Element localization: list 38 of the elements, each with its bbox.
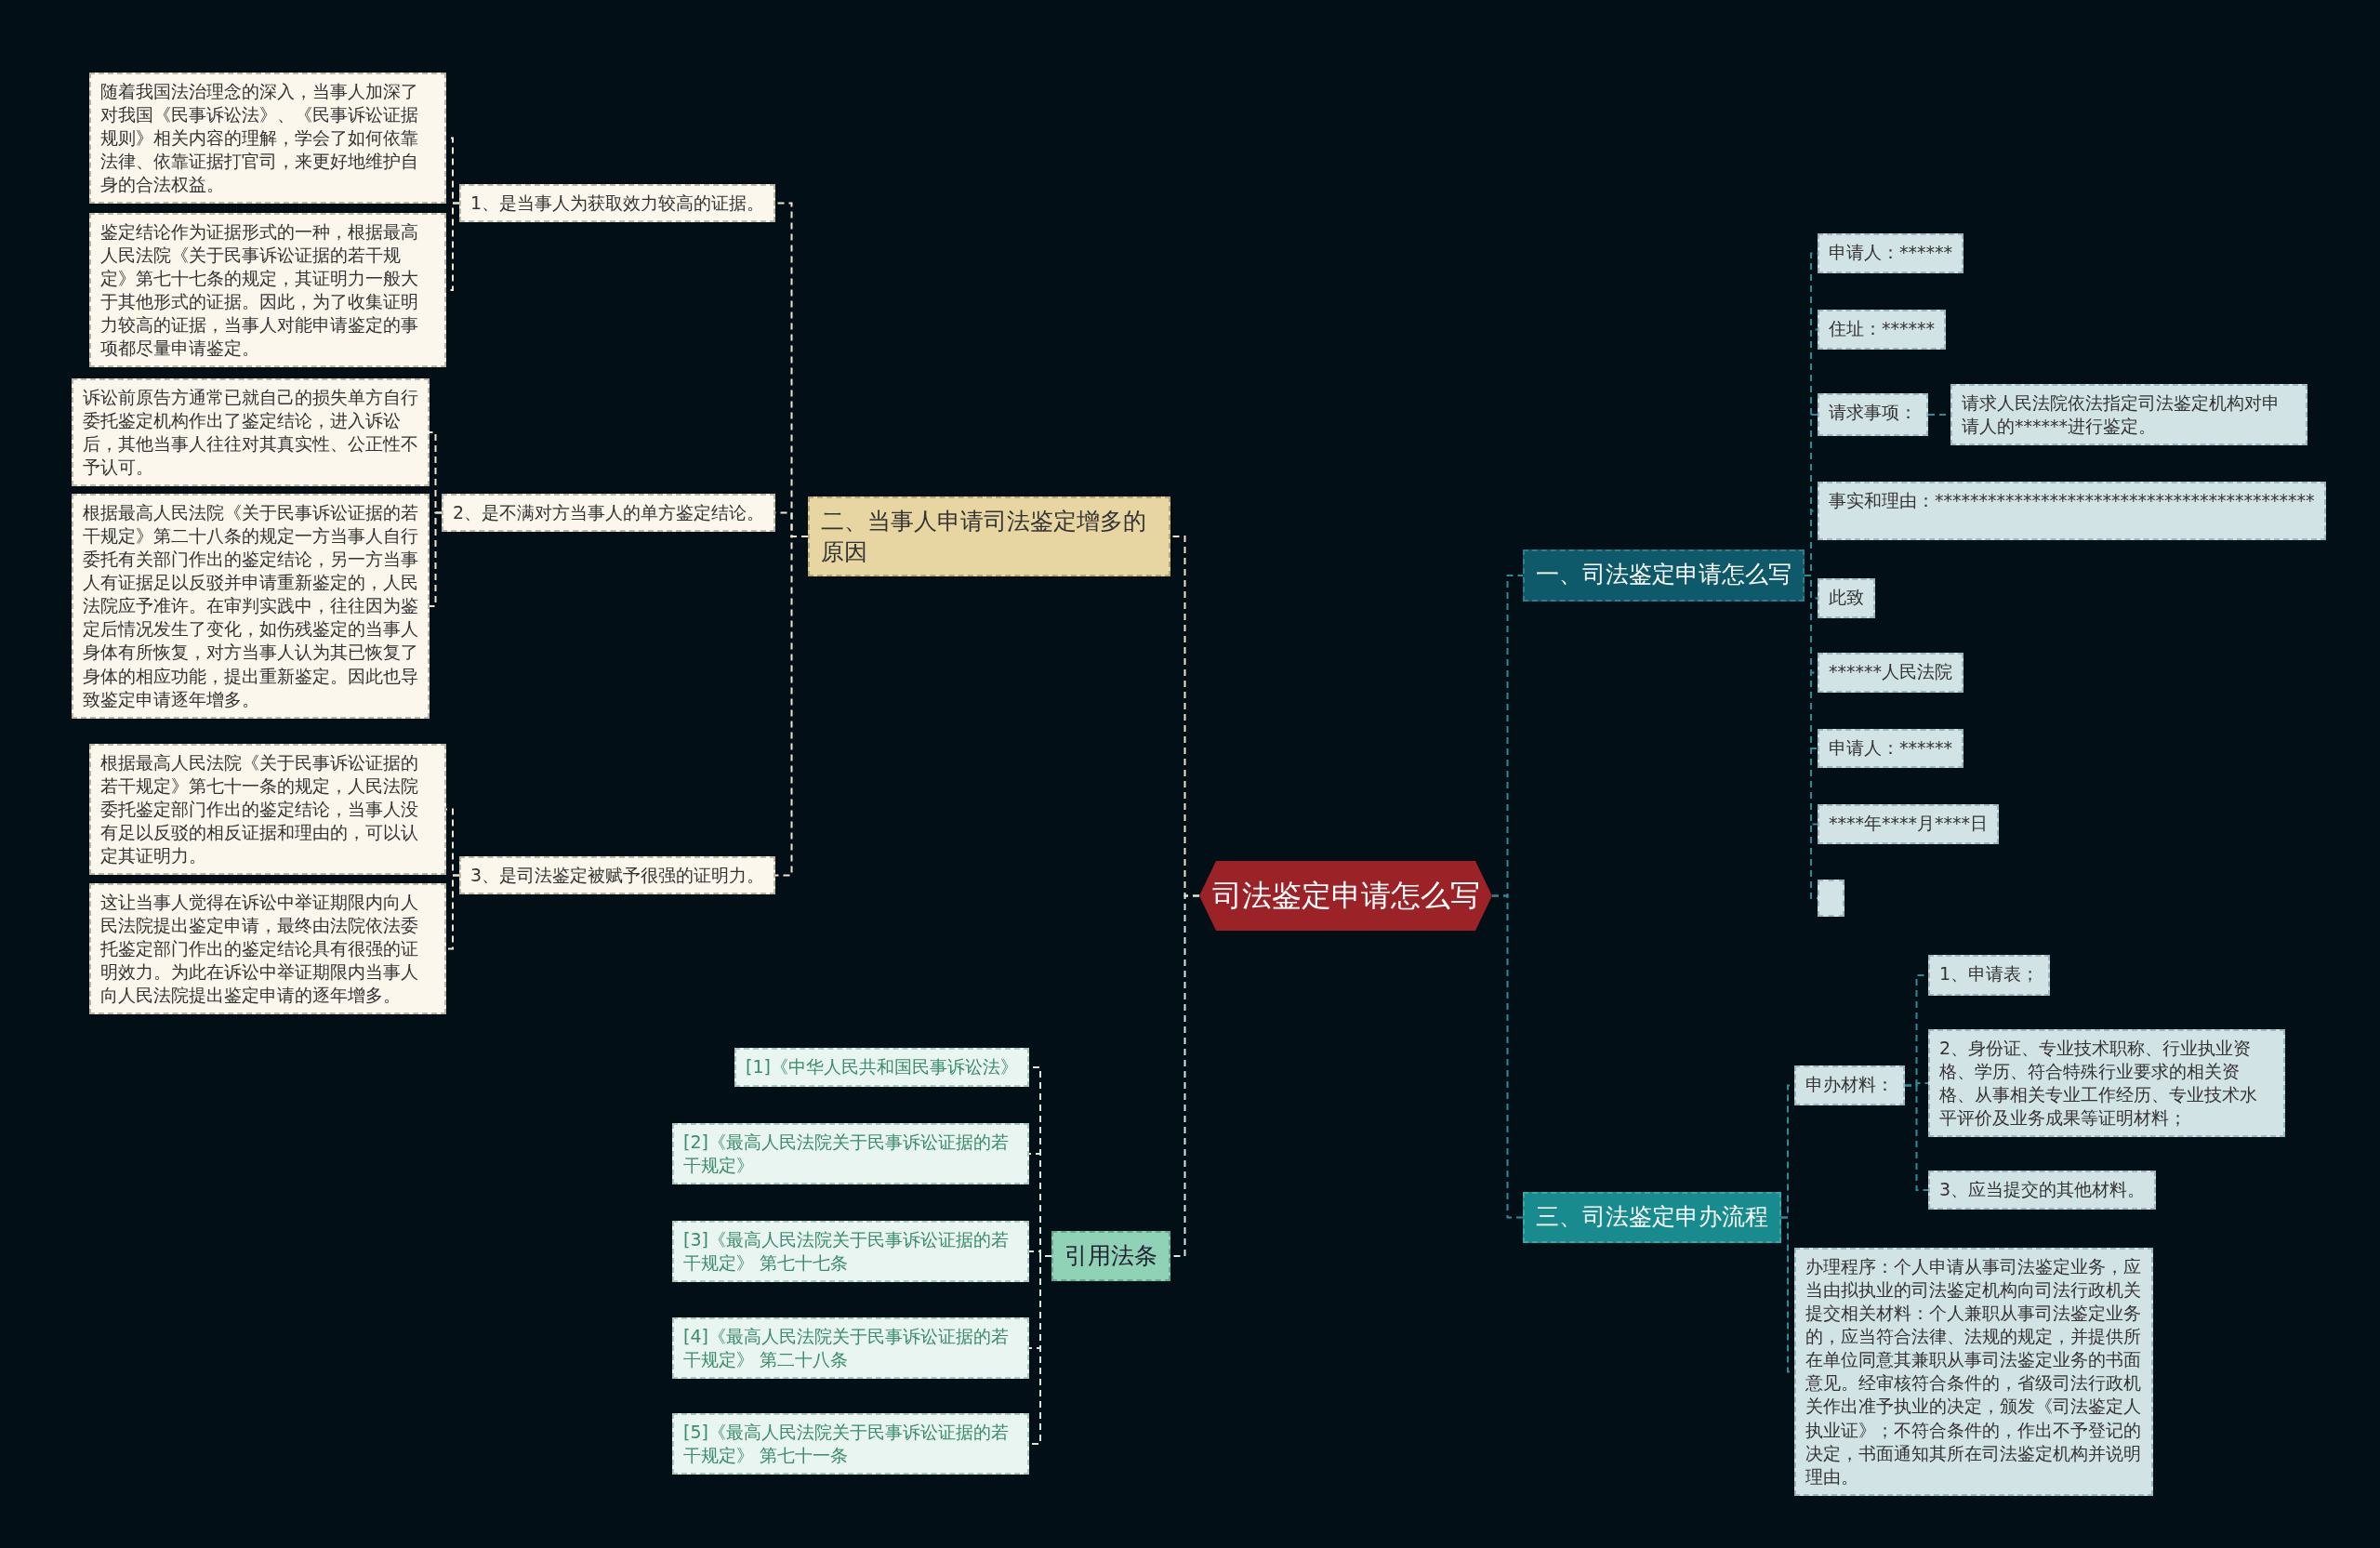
text-box: 请求人民法院依法指定司法鉴定机构对申请人的******进行鉴定。: [1950, 384, 2307, 446]
connector-line: [429, 511, 443, 607]
connector-line: [1491, 894, 1524, 1219]
connector-line: [1904, 1084, 1929, 1191]
text-box: 根据最高人民法院《关于民事诉讼证据的若干规定》第二十八条的规定一方当事人自行委托有关部门作出的鉴定结论，另一方当事人有证据足以反驳并申请重新鉴定的，人民法院应予准许。在审判实践中，往往因为鉴定后情况发生了变化，如伤残鉴定的当事人身体有所恢复，对方当事人认为其已恢复了身体的相应功能，提出重新鉴定。因此也导致鉴定申请逐年增多。: [72, 494, 430, 719]
citation-box: [2]《最高人民法院关于民事诉讼证据的若干规定》: [672, 1123, 1029, 1185]
text-box: 2、身份证、专业技术职称、行业执业资格、学历、符合特殊行业要求的相关资格、从事相关专业工作经历、专业技术水平评价及业务成果等证明材料；: [1928, 1029, 2285, 1138]
citation-box: [4]《最高人民法院关于民事诉讼证据的若干规定》 第二十八条: [672, 1317, 1029, 1380]
connector-line: [445, 874, 460, 950]
text-box: 诉讼前原告方通常已就自己的损失单方自行委托鉴定机构作出了鉴定结论，进入诉讼后，其他当事人往往对其真实性、公正性不予认可。: [72, 378, 430, 487]
topic-box: 引用法条: [1051, 1231, 1170, 1281]
empty-box: [1818, 880, 1844, 917]
text-box: 这让当事人觉得在诉讼中举证期限内向人民法院提出鉴定申请，最终由法院依法委托鉴定部门作出的鉴定结论具有很强的证明效力。为此在诉讼中举证期限内当事人向人民法院提出鉴定申请的逐年增多。: [89, 883, 446, 1015]
text-box: 住址：******: [1818, 310, 1946, 350]
topic-box: 一、司法鉴定申请怎么写: [1523, 549, 1805, 602]
text-box: 事实和理由：*******************************************: [1818, 482, 2326, 540]
text-box: 办理程序：个人申请从事司法鉴定业务，应当由拟执业的司法鉴定机构向司法行政机关提交相关材料：个人兼职从事司法鉴定业务的，应当符合法律、法规的规定，并提供所在单位同意其兼职从事司法鉴定业务的书面意见。经审核符合条件的，省级司法行政机关作出准予执业的决定，颁发《司法鉴定人执业证》；不符合条件的，作出不予登记的决定，书面通知其所在司法鉴定机构并说明理由。: [1794, 1248, 2153, 1496]
text-box: ****年****月****日: [1818, 804, 1999, 844]
citation-box: [1]《中华人民共和国民事诉讼法》: [734, 1048, 1029, 1087]
text-box: 请求事项：: [1818, 393, 1928, 436]
text-box: 申办材料：: [1794, 1065, 1905, 1105]
text-box: 根据最高人民法院《关于民事诉讼证据的若干规定》第七十一条的规定，人民法院委托鉴定部门作出的鉴定结论，当事人没有足以反驳的相反证据和理由的，可以认定其证明力。: [89, 744, 446, 876]
root-hexagon: 司法鉴定申请怎么写: [1199, 861, 1492, 931]
text-box: 申请人：******: [1818, 233, 1964, 273]
text-box: 3、是司法鉴定被赋予很强的证明力。: [458, 856, 775, 895]
topic-box: 三、司法鉴定申办流程: [1523, 1192, 1781, 1243]
text-box: 随着我国法治理念的深入，当事人加深了对我国《民事诉讼法》、《民事诉讼证据规则》相关内容的理解，学会了如何依靠法律、依靠证据打官司，来更好地维护自身的合法权益。: [89, 73, 446, 205]
text-box: 3、应当提交的其他材料。: [1928, 1171, 2157, 1210]
text-box: 2、是不满对方当事人的单方鉴定结论。: [441, 494, 775, 533]
text-box: 鉴定结论作为证据形式的一种，根据最高人民法院《关于民事诉讼证据的若干规定》第七十七条的规定，其证明力一般大于其他形式的证据。因此，为了收集证明力较高的证据，当事人对能申请鉴定的事项都尽量申请鉴定。: [89, 213, 446, 368]
citation-box: [5]《最高人民法院关于民事诉讼证据的若干规定》 第七十一条: [672, 1413, 1029, 1475]
topic-box: 二、当事人申请司法鉴定增多的原因: [808, 496, 1170, 576]
text-box: 此致: [1818, 578, 1875, 618]
text-box: 1、申请表；: [1928, 955, 2051, 996]
text-box: 1、是当事人为获取效力较高的证据。: [458, 184, 775, 223]
text-box: 申请人：******: [1818, 729, 1964, 768]
citation-box: [3]《最高人民法院关于民事诉讼证据的若干规定》 第七十七条: [672, 1221, 1029, 1283]
text-box: ******人民法院: [1818, 653, 1964, 693]
